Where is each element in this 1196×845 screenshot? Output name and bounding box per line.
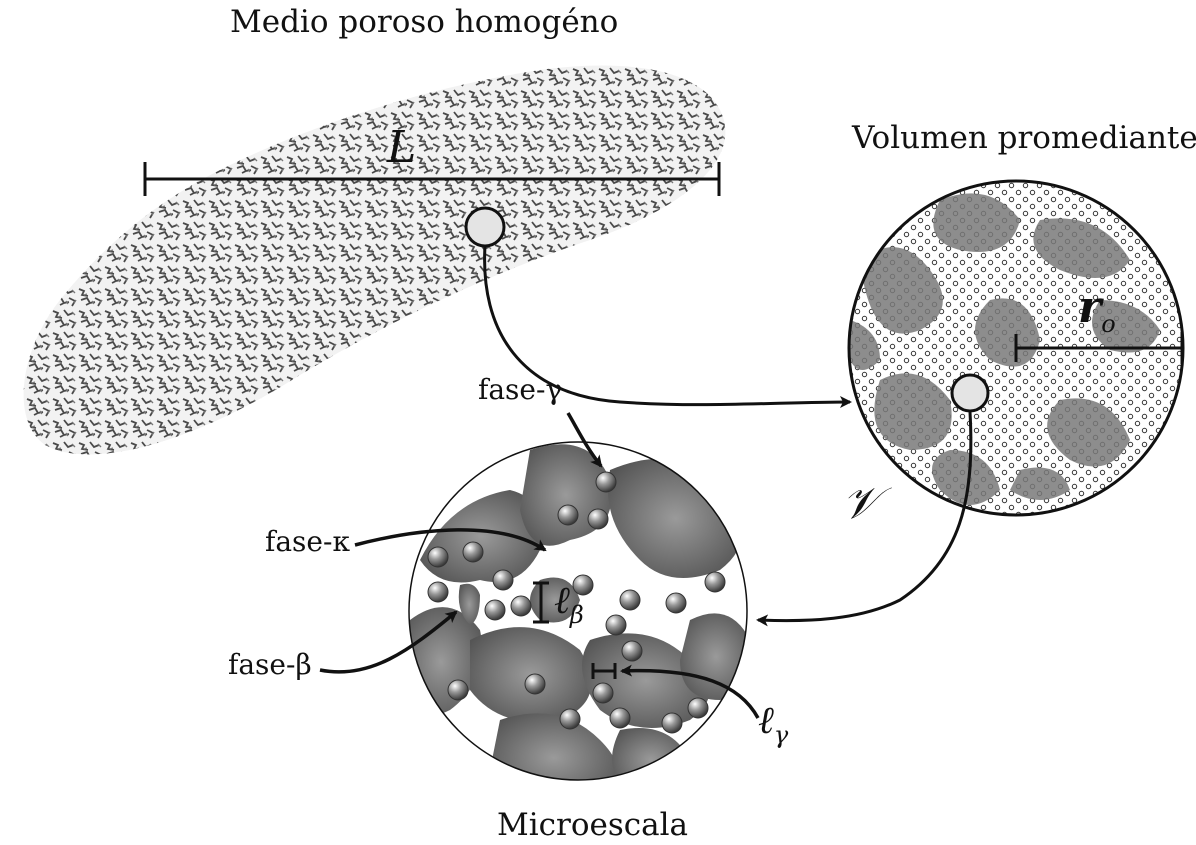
radius-letter: r	[1078, 282, 1101, 333]
radius-subscript: o	[1101, 310, 1115, 338]
ell-gamma-label: ℓγ	[758, 698, 788, 749]
ell-gamma-subscript: γ	[774, 721, 788, 749]
averaging-selection-circle	[952, 375, 988, 411]
macro-selection-circle	[466, 208, 504, 246]
ell-beta-label: ℓβ	[554, 578, 584, 629]
phase-gamma-label: fase-γ	[478, 373, 562, 406]
averaging-title: Volumen promediante	[852, 120, 1196, 156]
phase-beta-label: fase-β	[228, 648, 312, 681]
micro-title: Microescala	[497, 807, 688, 843]
ell-gamma-letter: ℓ	[758, 698, 774, 742]
macro-title: Medio poroso homogéno	[230, 4, 618, 40]
radius-symbol: ro	[1078, 282, 1116, 338]
macro-porous-body	[24, 66, 726, 455]
length-scale-symbol: L	[387, 122, 416, 173]
ell-beta-letter: ℓ	[554, 578, 570, 622]
volume-symbol: 𝒱	[842, 478, 879, 529]
phase-kappa-label: fase-κ	[265, 525, 350, 558]
ell-beta-subscript: β	[570, 601, 584, 629]
